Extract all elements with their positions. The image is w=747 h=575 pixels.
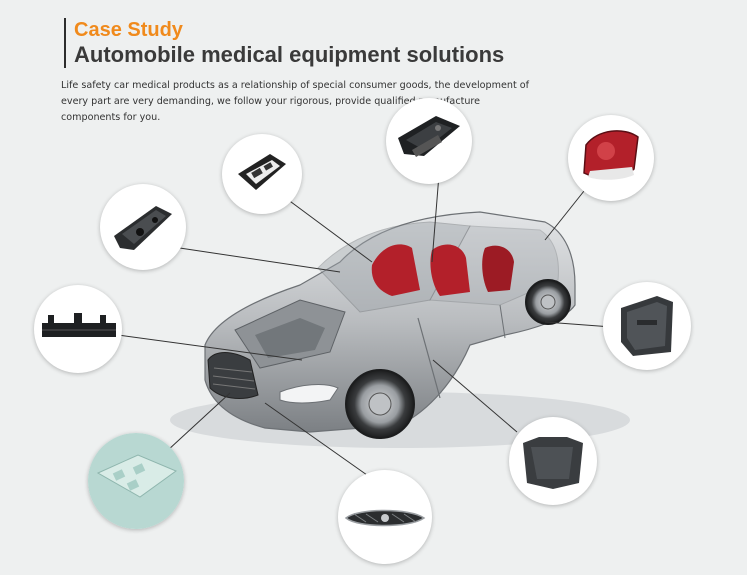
part-bubble-dashboard-bracket[interactable] xyxy=(100,184,186,270)
molded-tray-icon xyxy=(88,433,184,529)
part-bubble-underbody-shield[interactable] xyxy=(509,417,597,505)
front-grille-icon xyxy=(344,509,426,527)
part-bubble-door-panel[interactable] xyxy=(603,282,691,370)
part-bubble-molded-tray[interactable] xyxy=(88,433,184,529)
control-module-icon xyxy=(238,154,286,190)
connector-rail-icon xyxy=(42,313,116,337)
part-bubble-front-grille[interactable] xyxy=(338,470,432,564)
intro-text: Life safety car medical products as a re… xyxy=(61,80,530,123)
part-bubble-tail-light[interactable] xyxy=(568,115,654,201)
case-study-label: Case Study xyxy=(74,19,183,41)
dashboard-bracket-icon xyxy=(114,206,172,250)
page-title: Automobile medical equipment solutions xyxy=(74,42,505,67)
tail-light-icon xyxy=(583,130,639,180)
part-bubble-control-module[interactable] xyxy=(222,134,302,214)
console-cover-icon xyxy=(398,116,460,157)
door-panel-icon xyxy=(621,296,673,356)
part-bubble-connector-rail[interactable] xyxy=(34,285,122,373)
header-block: Case Study Automobile medical equipment … xyxy=(64,18,504,68)
part-bubble-console-cover[interactable] xyxy=(386,98,472,184)
leader-lines xyxy=(117,161,613,476)
underbody-shield-icon xyxy=(523,437,583,489)
